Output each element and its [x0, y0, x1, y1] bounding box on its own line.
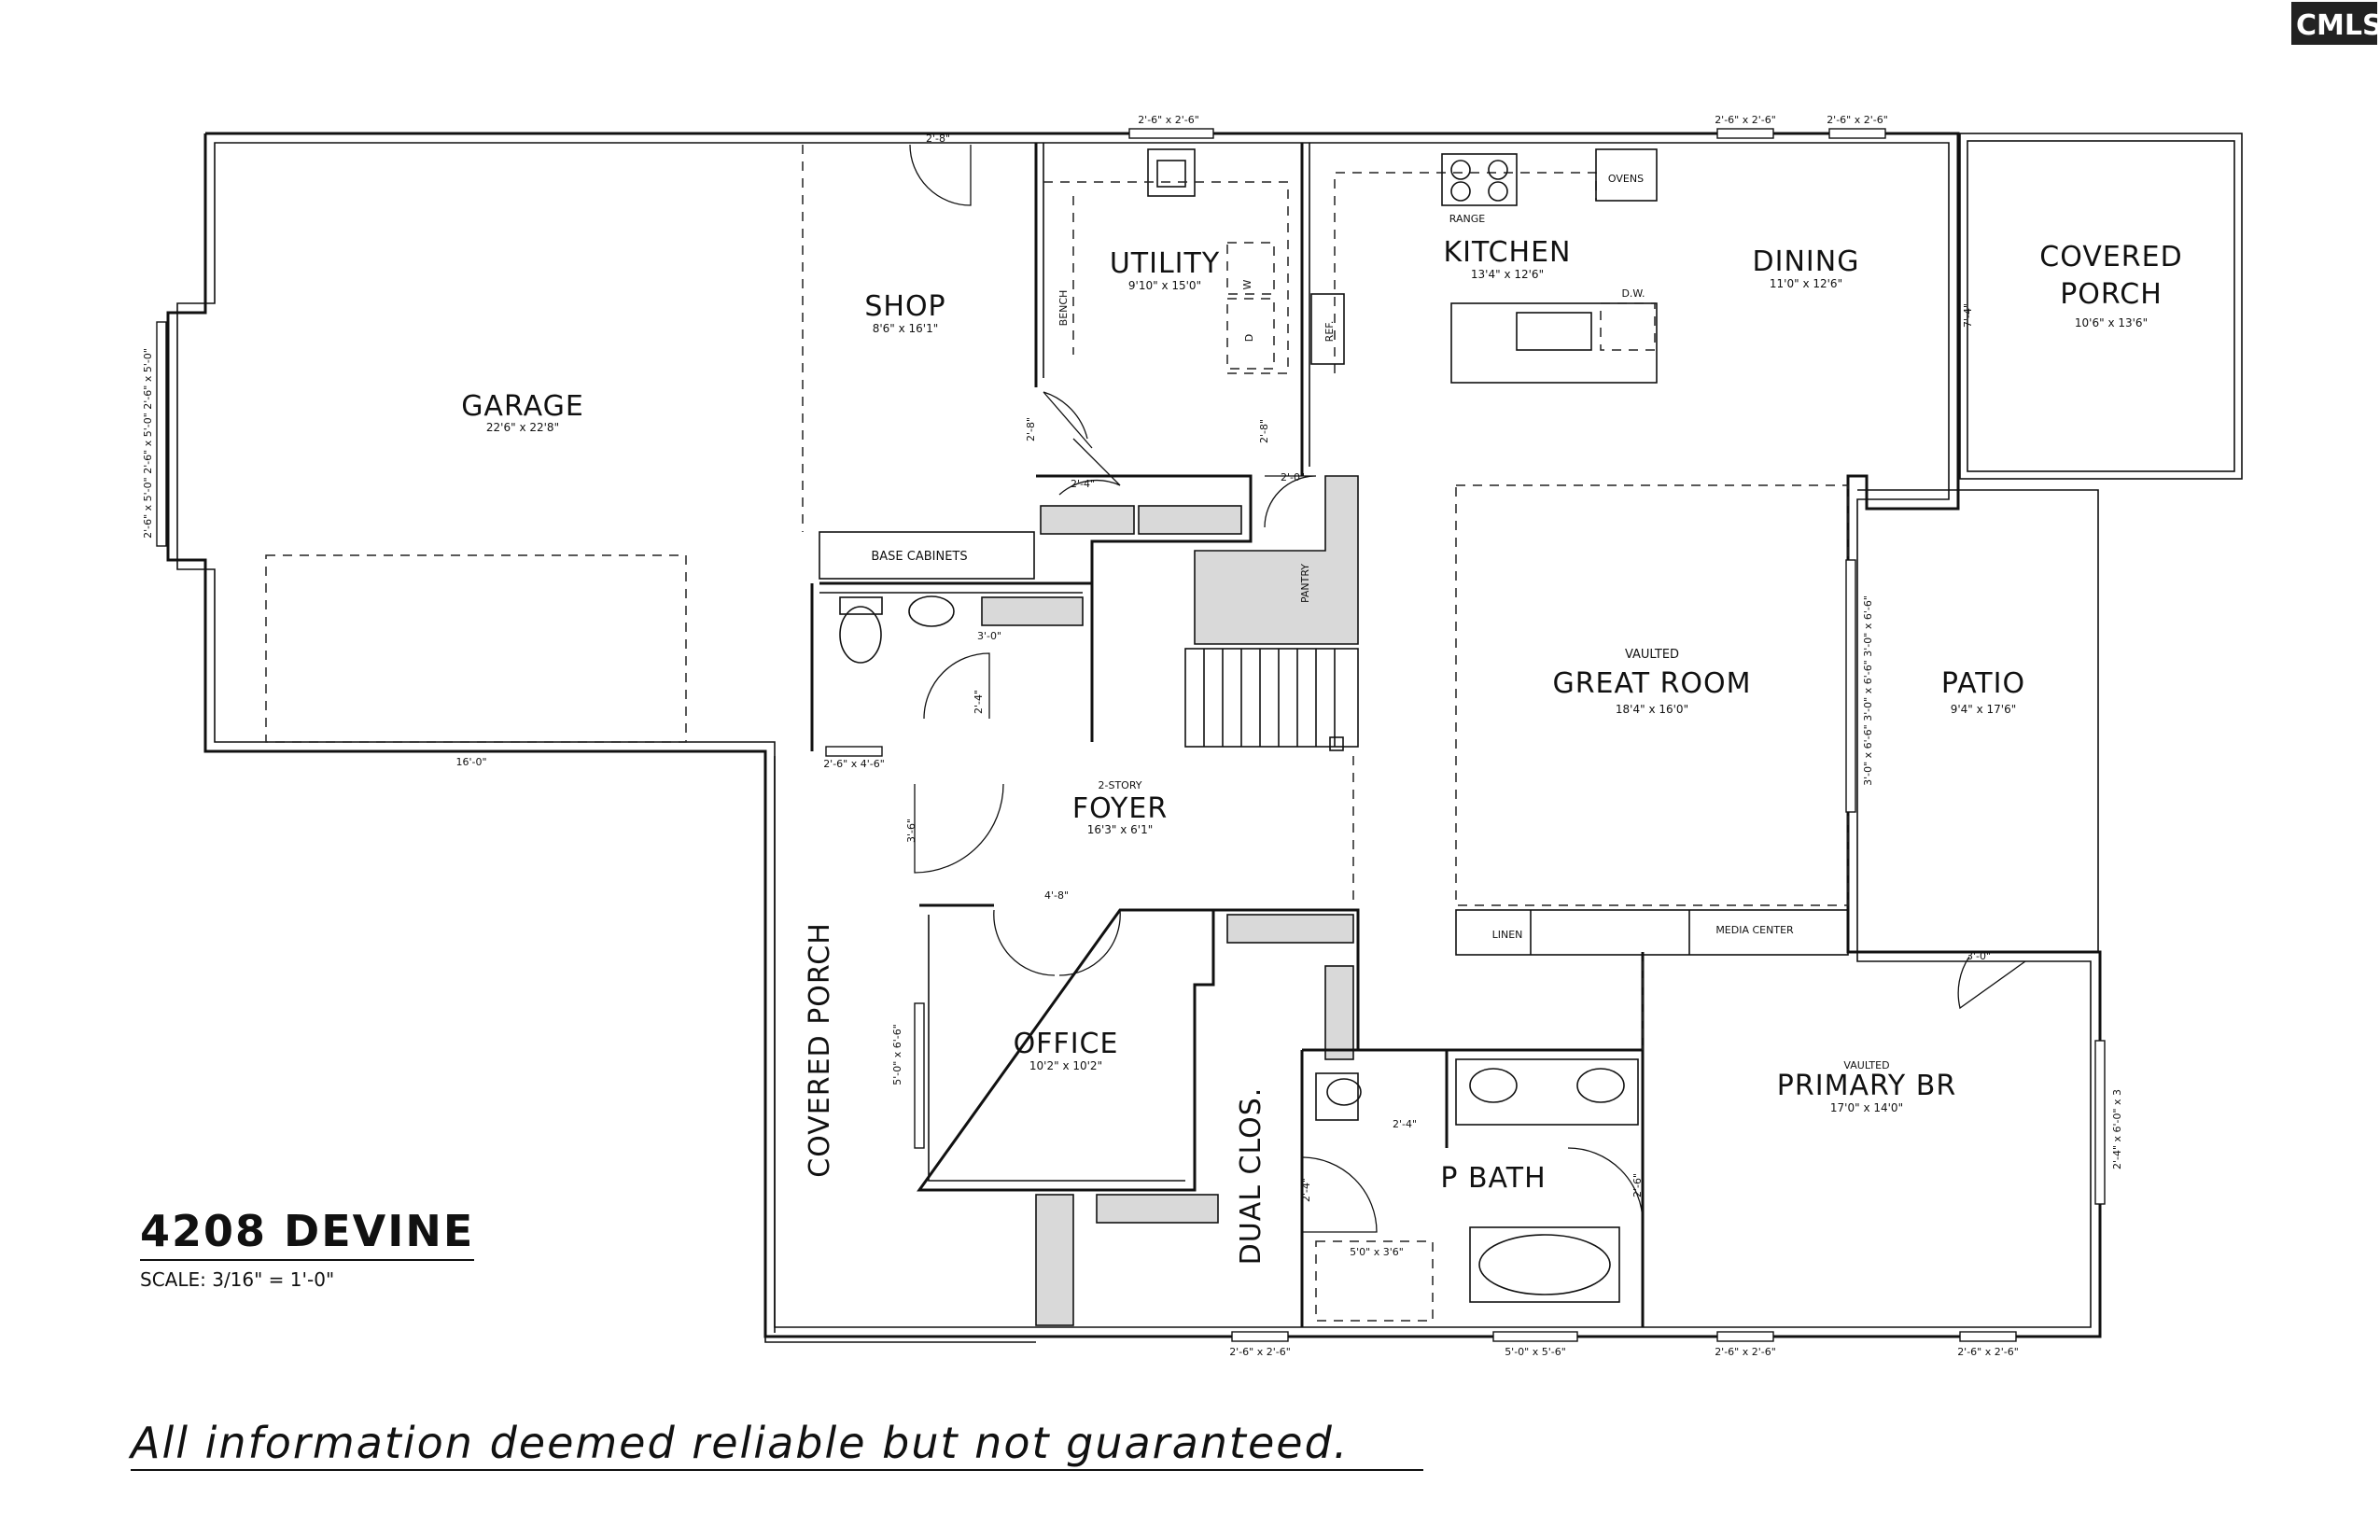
dim-porch-door: 7'-4"	[1962, 303, 1974, 328]
door-swings	[909, 144, 2026, 1233]
dual-clos-label: DUAL CLOS.	[1235, 1087, 1267, 1266]
plan-scale: SCALE: 3/16" = 1'-0"	[140, 1268, 334, 1291]
office-label: OFFICE	[1014, 1028, 1119, 1060]
dim-door-foyer: 3'-6"	[905, 819, 917, 843]
foyer-dims: 16'3" x 6'1"	[1087, 823, 1154, 836]
utility-dims: 9'10" x 15'0"	[1128, 279, 1201, 292]
room-primary-br: VAULTED PRIMARY BR 17'0" x 14'0"	[1777, 1059, 1956, 1114]
shop-label: SHOP	[864, 290, 945, 323]
dim-door-utility-2: 2'-8"	[1258, 419, 1270, 443]
dim-door-24-a: 2'-4"	[1071, 478, 1095, 490]
staircase	[1184, 648, 1359, 751]
dim-win-bottom-1: 2'-6" x 2'-6"	[1229, 1346, 1291, 1358]
dw-label: D.W.	[1621, 287, 1645, 300]
plan-title: 4208 DEVINE	[140, 1206, 474, 1256]
dim-win-bottom-3: 2'-6" x 2'-6"	[1715, 1346, 1776, 1358]
room-great-room: VAULTED GREAT ROOM 18'4" x 16'0"	[1552, 648, 1751, 716]
great-room-note: VAULTED	[1625, 648, 1679, 662]
pantry-label: PANTRY	[1299, 564, 1311, 603]
room-office: OFFICE 10'2" x 10'2"	[1014, 1028, 1119, 1072]
garage-label: GARAGE	[461, 390, 584, 423]
dim-office-window: 5'-0" x 6'-6"	[891, 1024, 903, 1085]
dining-dims: 11'0" x 12'6"	[1770, 277, 1842, 290]
bench-label: BENCH	[1057, 290, 1070, 327]
disclaimer-block: All information deemed reliable but not …	[128, 1418, 1423, 1471]
patio-label: PATIO	[1941, 667, 2025, 700]
garage-dims: 22'6" x 22'8"	[486, 421, 559, 434]
dim-win-bottom-4: 2'-6" x 2'-6"	[1957, 1346, 2019, 1358]
room-covered-porch-front: COVERED PORCH	[804, 922, 836, 1178]
great-room-dims: 18'4" x 16'0"	[1616, 703, 1688, 716]
kitchen-dims: 13'4" x 12'6"	[1471, 268, 1544, 281]
interior-walls	[265, 143, 1849, 1327]
dim-win-foyer-top: 2'-6" x 4'-6"	[823, 758, 885, 770]
room-dining: DINING 11'0" x 12'6"	[1753, 245, 1860, 290]
shower-label: 5'0" x 3'6"	[1350, 1246, 1404, 1258]
dim-door-24-bath: 2'-4"	[973, 690, 985, 714]
covered-porch-rear-label-2: PORCH	[2060, 278, 2163, 311]
room-dual-clos: DUAL CLOS.	[1235, 1087, 1267, 1266]
foyer-label: FOYER	[1072, 792, 1168, 825]
bath-fixtures	[839, 595, 1639, 1322]
ref-label: REF.	[1323, 321, 1336, 343]
dim-door-26-bath: 2'-6"	[1631, 1173, 1644, 1197]
room-utility: UTILITY 9'10" x 15'0"	[1110, 247, 1220, 292]
room-patio: PATIO 9'4" x 17'6"	[1941, 667, 2025, 716]
dim-win-dining-top-2: 2'-6" x 2'-6"	[1827, 114, 1888, 126]
kitchen-fixtures	[1043, 148, 1658, 384]
windows	[156, 128, 2106, 1342]
covered-porch-rear-label-1: COVERED	[2039, 241, 2182, 273]
dim-door-24-clos: 2'-4"	[1300, 1178, 1312, 1202]
dim-door-shop: 2'-8"	[926, 133, 950, 145]
fixture-labels: BASE CABINETS BENCH RANGE OVENS REF. D.W…	[871, 173, 1794, 1258]
washer-label: W	[1241, 279, 1253, 289]
dryer-label: D	[1243, 334, 1255, 342]
dim-door-30-bath: 3'-0"	[977, 630, 1001, 642]
dim-door-utility-1: 2'-8"	[1025, 417, 1037, 441]
room-p-bath: P BATH	[1440, 1162, 1546, 1195]
covered-porch-rear-dims: 10'6" x 13'6"	[2075, 316, 2148, 329]
range-label: RANGE	[1449, 213, 1485, 225]
room-foyer: 2-STORY FOYER 16'3" x 6'1"	[1072, 779, 1168, 836]
linen-label: LINEN	[1492, 929, 1523, 941]
great-room-label: GREAT ROOM	[1552, 667, 1751, 700]
cmls-logo: CMLS	[2291, 2, 2380, 45]
exterior-walls	[166, 132, 2243, 1343]
dim-door-patio: 3'-0"	[1967, 950, 1991, 962]
utility-label: UTILITY	[1110, 247, 1220, 280]
dim-door-office: 4'-8"	[1044, 889, 1069, 902]
patio-dims: 9'4" x 17'6"	[1951, 703, 2017, 716]
room-garage: GARAGE 22'6" x 22'8"	[461, 390, 584, 434]
p-bath-label: P BATH	[1440, 1162, 1546, 1195]
kitchen-label: KITCHEN	[1444, 236, 1572, 269]
dimension-notes: 2'-6" x 2'-6" 2'-6" x 2'-6" 2'-6" x 2'-6…	[142, 114, 2123, 1358]
dining-label: DINING	[1753, 245, 1860, 278]
dim-garage-width: 16'-0"	[455, 756, 486, 768]
media-center-label: MEDIA CENTER	[1715, 924, 1794, 936]
room-covered-porch-rear: COVERED PORCH 10'6" x 13'6"	[2039, 241, 2182, 329]
office-dims: 10'2" x 10'2"	[1029, 1059, 1102, 1072]
primary-br-note: VAULTED	[1843, 1059, 1889, 1071]
base-cabinets-label: BASE CABINETS	[871, 550, 967, 564]
disclaimer-text: All information deemed reliable but not …	[128, 1418, 1349, 1468]
title-block: 4208 DEVINE SCALE: 3/16" = 1'-0"	[140, 1206, 474, 1291]
room-kitchen: KITCHEN 13'4" x 12'6"	[1444, 236, 1572, 281]
dim-primary-window: 2'-4" x 6'-0" x 3	[2111, 1089, 2123, 1169]
dim-door-20: 2'-0"	[1281, 471, 1305, 483]
dim-garage-side-windows: 2'-6" x 5'-0" 2'-6" x 5'-0" 2'-6" x 5'-0…	[142, 348, 154, 539]
dim-win-utility-top: 2'-6" x 2'-6"	[1138, 114, 1199, 126]
cmls-logo-text: CMLS	[2296, 9, 2380, 42]
dim-win-bottom-2: 5'-0" x 5'-6"	[1505, 1346, 1566, 1358]
dim-patio-windows: 3'-0" x 6'-6" 3'-0" x 6'-6" 3'-0" x 6'-6…	[1862, 595, 1874, 786]
dim-win-dining-top-1: 2'-6" x 2'-6"	[1715, 114, 1776, 126]
primary-br-label: PRIMARY BR	[1777, 1070, 1956, 1102]
ovens-label: OVENS	[1608, 173, 1644, 185]
dim-door-24-wc: 2'-4"	[1393, 1118, 1417, 1130]
foyer-note: 2-STORY	[1099, 779, 1142, 791]
primary-br-dims: 17'0" x 14'0"	[1830, 1101, 1903, 1114]
room-shop: SHOP 8'6" x 16'1"	[864, 290, 945, 335]
covered-porch-front-label: COVERED PORCH	[804, 922, 836, 1178]
shop-dims: 8'6" x 16'1"	[873, 322, 939, 335]
